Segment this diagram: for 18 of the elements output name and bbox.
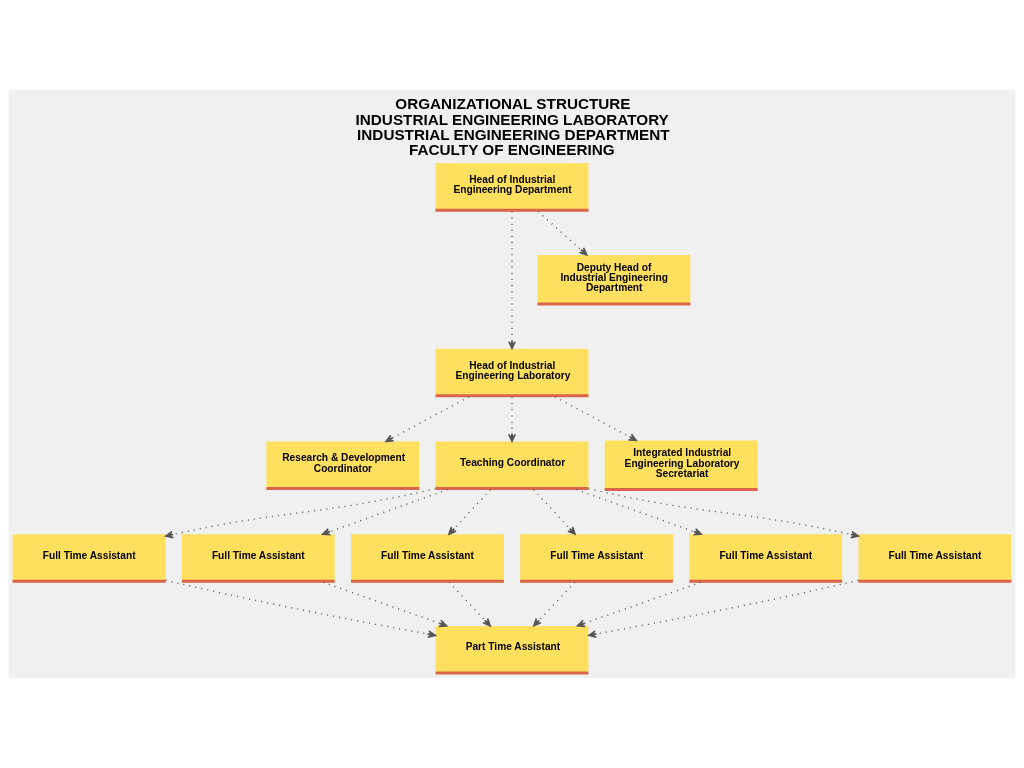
arrow	[448, 489, 491, 535]
arrow	[533, 581, 576, 627]
arrow	[587, 487, 860, 539]
arrow	[575, 488, 703, 536]
arrow	[554, 396, 638, 442]
arrow	[508, 210, 516, 350]
arrow	[587, 579, 860, 639]
arrow	[576, 581, 702, 628]
arrow	[164, 487, 437, 539]
arrow	[164, 579, 437, 639]
arrow	[508, 396, 516, 443]
arrow	[448, 581, 491, 627]
arrow	[533, 489, 576, 535]
arrow	[385, 396, 470, 443]
diagram-title: ORGANIZATIONAL STRUCTURE INDUSTRIAL ENGINEERING LABORATORY INDUSTRIAL ENGINEERING DEPARTMENT FACULTY OF ENGINEERING	[355, 95, 670, 159]
arrow	[537, 210, 588, 256]
arrow	[322, 581, 448, 628]
arrow	[321, 488, 449, 536]
